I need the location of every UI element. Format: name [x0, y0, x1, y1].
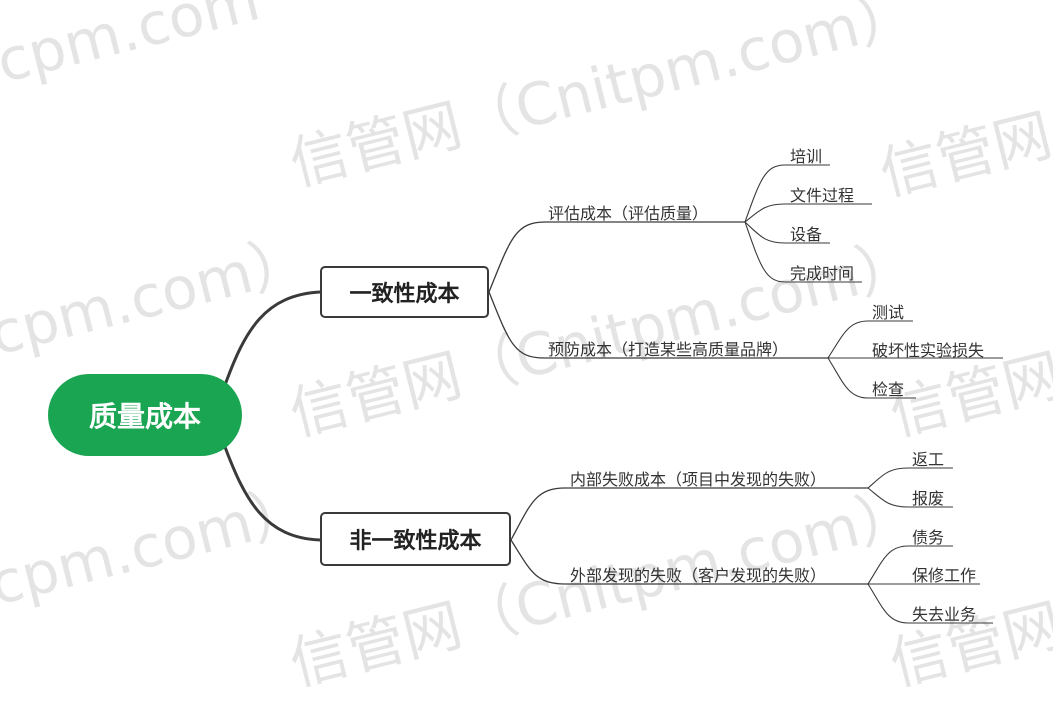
connector-sub2-leaf1	[827, 320, 913, 359]
connector-branch1-sub2	[488, 291, 828, 359]
root-label: 质量成本	[88, 400, 201, 433]
branch-label: 一致性成本	[349, 282, 460, 307]
branch-label: 非一致性成本	[349, 529, 482, 554]
subnode-external-failure[interactable]: 外部发现的失败（客户发现的失败）	[570, 566, 827, 585]
branch-node-nonconformance[interactable]: 非一致性成本	[320, 512, 511, 566]
subnode-prevention-cost[interactable]: 预防成本（打造某些高质量品牌）	[548, 340, 789, 359]
leaf-testing[interactable]: 测试	[872, 303, 905, 322]
leaf-training[interactable]: 培训	[790, 147, 823, 166]
leaf-rework[interactable]: 返工	[912, 450, 945, 469]
connector-sub1-leaf2	[744, 203, 872, 223]
leaf-liabilities[interactable]: 债务	[912, 528, 945, 547]
connector-b2sub2-leaf3	[867, 583, 993, 624]
branch-node-conformance[interactable]: 一致性成本	[320, 266, 489, 318]
connector-root-branch2	[223, 446, 321, 542]
mindmap-connectors	[223, 164, 1003, 624]
leaf-lost-business[interactable]: 失去业务	[912, 605, 977, 624]
connector-branch1-sub1	[488, 221, 745, 293]
leaf-document-process[interactable]: 文件过程	[790, 186, 855, 205]
connector-sub1-leaf4	[744, 221, 862, 283]
leaf-destructive-test-loss[interactable]: 破坏性实验损失	[872, 341, 985, 360]
connector-branch2-sub1	[510, 487, 868, 541]
subnode-appraisal-cost[interactable]: 评估成本（评估质量）	[548, 204, 709, 223]
root-node[interactable]: 质量成本	[48, 374, 242, 456]
leaf-inspection[interactable]: 检查	[872, 380, 905, 399]
leaf-equipment[interactable]: 设备	[790, 225, 823, 244]
connector-sub1-leaf1	[744, 164, 830, 223]
leaf-completion-time[interactable]: 完成时间	[790, 264, 855, 283]
connector-branch2-sub2	[510, 539, 868, 585]
leaf-scrap[interactable]: 报废	[912, 489, 945, 508]
connector-sub1-leaf3	[744, 221, 830, 244]
connector-sub2-leaf3	[827, 357, 916, 399]
connector-b2sub2-leaf1	[867, 545, 953, 585]
connector-root-branch1	[223, 290, 321, 386]
subnode-internal-failure[interactable]: 内部失败成本（项目中发现的失败）	[570, 470, 827, 489]
connector-b2sub1-leaf2	[867, 487, 953, 508]
connector-b2sub1-leaf1	[867, 467, 953, 489]
leaf-warranty-work[interactable]: 保修工作	[912, 566, 977, 585]
